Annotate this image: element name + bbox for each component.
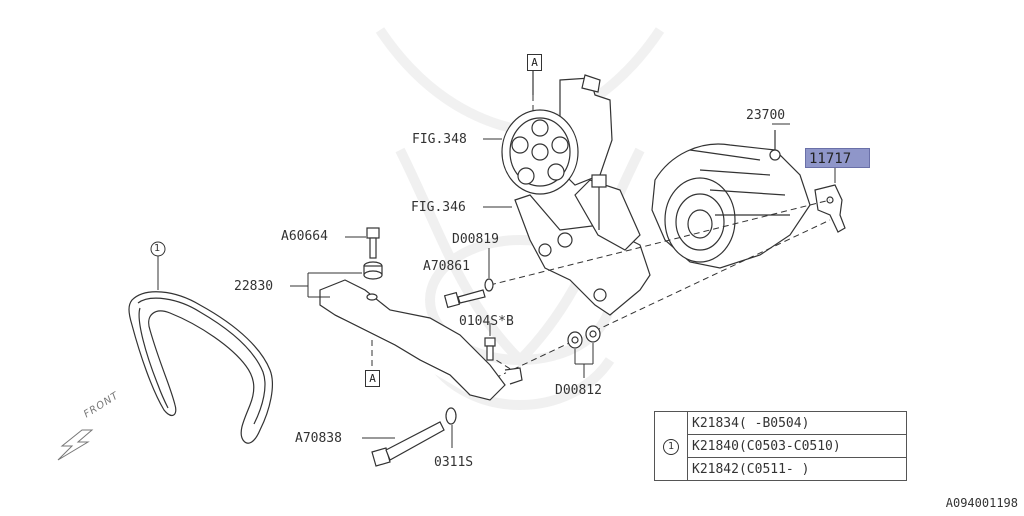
alternator	[651, 130, 811, 269]
legend-row: 1 K21834( -B0504)	[654, 411, 907, 481]
legend-row: K21840(C0503-C0510)	[655, 434, 907, 458]
ref-box-a-top: A	[527, 54, 542, 71]
ref-box-a-bottom: A	[365, 370, 380, 387]
legend-row: K21842(C0511- )	[655, 457, 907, 481]
label-a70838[interactable]: A70838	[295, 431, 342, 446]
belt-callout-circle	[150, 241, 166, 257]
washer-0311s	[445, 407, 457, 425]
legend-code-3[interactable]: K21842(C0511- )	[687, 457, 907, 481]
label-0104s-b[interactable]: 0104S*B	[459, 314, 514, 329]
legend-marker: 1	[654, 411, 688, 481]
label-a70861[interactable]: A70861	[423, 259, 470, 274]
legend-code-1[interactable]: K21834( -B0504)	[687, 411, 907, 435]
label-belt-callout[interactable]: 1	[154, 243, 161, 254]
diagram-id: A094001198	[945, 496, 1018, 510]
label-11717-highlighted[interactable]: 11717	[805, 148, 870, 168]
label-23700[interactable]: 23700	[746, 108, 786, 123]
bolt-a70861	[443, 289, 486, 309]
bolt-a60664	[366, 227, 380, 259]
label-d00812[interactable]: D00812	[555, 383, 602, 398]
label-fig346[interactable]: FIG.346	[411, 200, 466, 215]
washer-d00819	[484, 278, 494, 292]
alternator-bracket	[814, 184, 846, 233]
label-d00819[interactable]: D00819	[452, 232, 499, 247]
washers-d00812	[567, 325, 601, 349]
label-fig348[interactable]: FIG.348	[412, 132, 467, 147]
drive-belt	[128, 291, 273, 444]
legend-code-2[interactable]: K21840(C0503-C0510)	[687, 434, 907, 458]
label-a60664[interactable]: A60664	[281, 229, 328, 244]
adjusting-plate	[319, 279, 523, 401]
label-22830[interactable]: 22830	[234, 279, 274, 294]
belt-legend-table: 1 K21834( -B0504) K21840(C0503-C0510) K2…	[654, 411, 907, 481]
bolt-0104s	[484, 337, 496, 361]
pump-bracket	[514, 174, 651, 316]
power-steering-pump	[501, 70, 613, 195]
spacer-22830	[363, 261, 383, 280]
bolt-a70838	[371, 421, 445, 467]
legend-circle-marker: 1	[663, 438, 679, 455]
label-0311s[interactable]: 0311S	[434, 455, 474, 470]
front-arrow	[57, 429, 94, 461]
